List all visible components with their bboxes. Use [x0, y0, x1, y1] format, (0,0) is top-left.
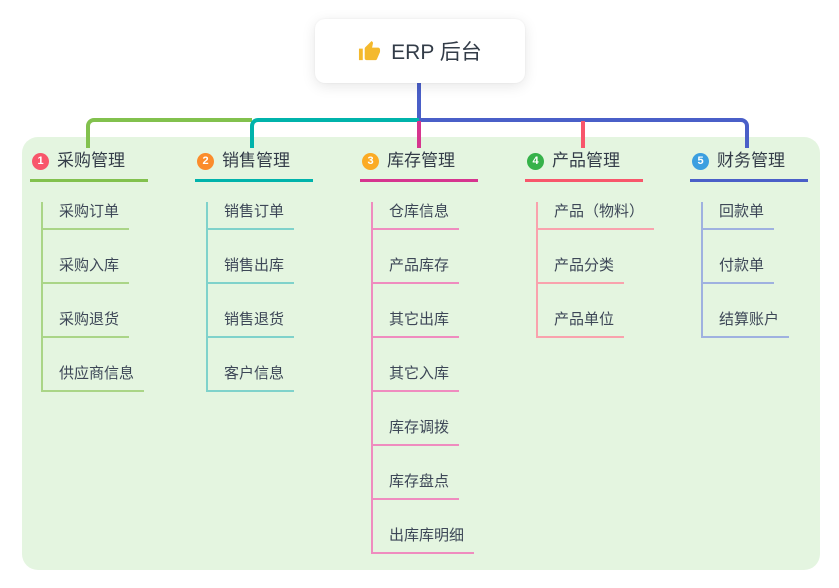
- branch-node-1[interactable]: 1 采购管理: [30, 147, 148, 182]
- branch-children: 销售订单销售出库销售退货客户信息: [206, 202, 295, 392]
- branch-column-5: 5 财务管理回款单付款单结算账户: [690, 147, 808, 338]
- child-node[interactable]: 采购退货: [43, 310, 130, 338]
- branch-node-4[interactable]: 4 产品管理: [525, 147, 643, 182]
- branch-column-3: 3 库存管理仓库信息产品库存其它出库其它入库库存调拨库存盘点出库库明细: [360, 147, 478, 554]
- branch-column-4: 4 产品管理产品（物料） 产品分类产品单位: [525, 147, 655, 338]
- child-node[interactable]: 产品（物料）: [538, 202, 655, 230]
- child-node[interactable]: 结算账户: [703, 310, 790, 338]
- branch1-connector-line: [86, 118, 252, 148]
- branch-number-badge: 5: [692, 152, 709, 170]
- branch-children: 回款单付款单结算账户: [701, 202, 790, 338]
- branch-number-badge: 1: [32, 152, 49, 170]
- branch-column-2: 2 销售管理销售订单销售出库销售退货客户信息: [195, 147, 313, 392]
- child-node[interactable]: 仓库信息: [373, 202, 460, 230]
- child-node[interactable]: 出库库明细: [373, 526, 475, 554]
- branch-node-3[interactable]: 3 库存管理: [360, 147, 478, 182]
- child-node[interactable]: 销售订单: [208, 202, 295, 230]
- child-node[interactable]: 付款单: [703, 256, 775, 284]
- child-node[interactable]: 产品分类: [538, 256, 625, 284]
- root-label: ERP 后台: [391, 41, 482, 64]
- child-node[interactable]: 采购订单: [43, 202, 130, 230]
- root-connector-line: [417, 81, 421, 120]
- branch-node-2[interactable]: 2 销售管理: [195, 147, 313, 182]
- child-node[interactable]: 销售退货: [208, 310, 295, 338]
- branch-label: 财务管理: [717, 151, 785, 170]
- branch-label: 库存管理: [387, 151, 455, 170]
- child-node[interactable]: 供应商信息: [43, 364, 145, 392]
- mindmap-panel: [22, 137, 820, 570]
- branch5-connector-line: [419, 118, 749, 148]
- branch-column-1: 1 采购管理采购订单采购入库采购退货供应商信息: [30, 147, 148, 392]
- branch-children: 产品（物料） 产品分类产品单位: [536, 202, 655, 338]
- branch-label: 产品管理: [552, 151, 620, 170]
- child-node[interactable]: 其它出库: [373, 310, 460, 338]
- child-node[interactable]: 产品库存: [373, 256, 460, 284]
- child-node[interactable]: 客户信息: [208, 364, 295, 392]
- branch-children: 采购订单采购入库采购退货供应商信息: [41, 202, 145, 392]
- branch-number-badge: 3: [362, 152, 379, 170]
- thumbs-up-icon: [358, 40, 381, 63]
- branch4-connector-line: [581, 121, 585, 148]
- branch2-connector-line: [250, 118, 419, 148]
- branch-label: 销售管理: [222, 151, 290, 170]
- branch-node-5[interactable]: 5 财务管理: [690, 147, 808, 182]
- child-node[interactable]: 产品单位: [538, 310, 625, 338]
- root-node[interactable]: ERP 后台: [315, 19, 525, 83]
- branch-label: 采购管理: [57, 151, 125, 170]
- child-node[interactable]: 销售出库: [208, 256, 295, 284]
- child-node[interactable]: 其它入库: [373, 364, 460, 392]
- branch-number-badge: 4: [527, 152, 544, 170]
- branch-children: 仓库信息产品库存其它出库其它入库库存调拨库存盘点出库库明细: [371, 202, 475, 554]
- branch3-connector-line: [417, 121, 421, 148]
- branch-number-badge: 2: [197, 152, 214, 170]
- child-node[interactable]: 回款单: [703, 202, 775, 230]
- child-node[interactable]: 采购入库: [43, 256, 130, 284]
- child-node[interactable]: 库存调拨: [373, 418, 460, 446]
- child-node[interactable]: 库存盘点: [373, 472, 460, 500]
